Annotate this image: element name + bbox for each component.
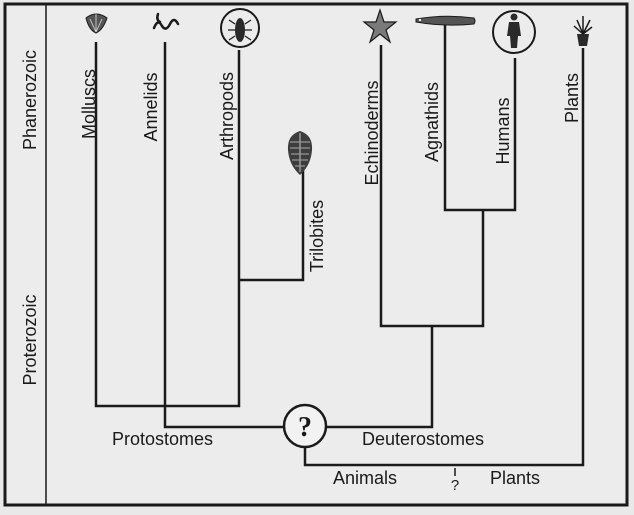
era-label-phanerozoic: Phanerozoic <box>20 50 40 150</box>
group-label-deuterostomes: Deuterostomes <box>362 429 484 449</box>
root-question-mark: ? <box>298 412 312 443</box>
taxon-label-humans: Humans <box>493 97 513 164</box>
taxon-label-echinoderms: Echinoderms <box>362 80 382 185</box>
agnathid-fish-icon <box>416 16 475 25</box>
taxon-label-molluscs: Molluscs <box>79 69 99 139</box>
taxon-label-annelids: Annelids <box>141 72 161 141</box>
era-label-proterozoic: Proterozoic <box>20 294 40 385</box>
group-label-protostomes: Protostomes <box>112 429 213 449</box>
group-label-plants: Plants <box>490 468 540 488</box>
group-label-animals: Animals <box>333 468 397 488</box>
split-question-mark: ? <box>451 477 459 494</box>
taxon-label-arthropods: Arthropods <box>217 72 237 160</box>
taxon-label-agnathids: Agnathids <box>422 82 442 162</box>
taxon-label-plants: Plants <box>562 73 582 123</box>
taxon-label-trilobites: Trilobites <box>307 200 327 272</box>
